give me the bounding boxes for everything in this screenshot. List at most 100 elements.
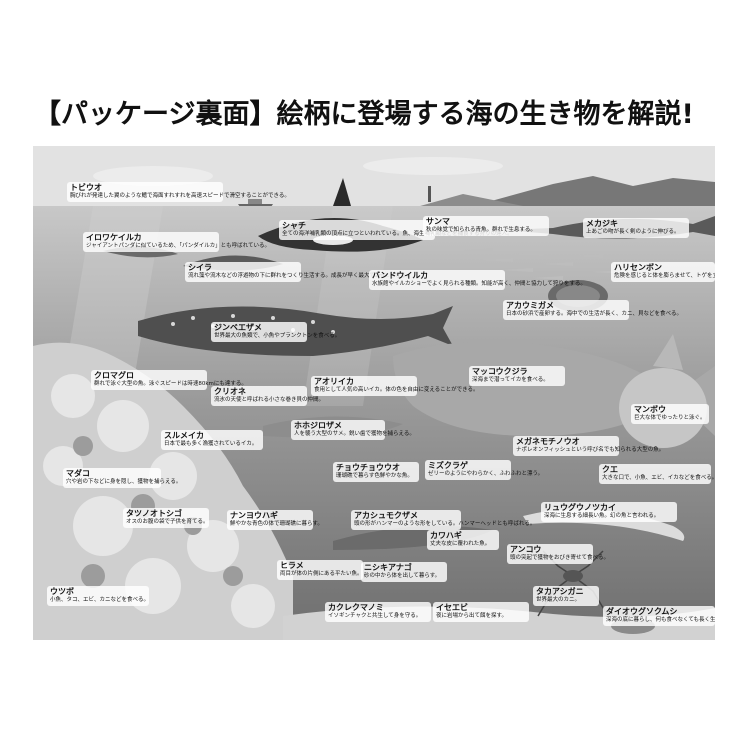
- creature-name: ジンベエザメ: [214, 323, 262, 332]
- creature-description: 珊瑚礁で暮らす色鮮やかな魚。: [336, 473, 413, 479]
- creature-description: 深海まで潜ってイカを食べる。: [472, 377, 549, 383]
- creature-card: マンボウ 巨大な体でゆったりと泳ぐ。: [631, 404, 709, 424]
- creature-description: 流れ藻や流木などの浮遊物の下に群れをつくり生活する。成長が早く最大で2mにもなる…: [188, 273, 412, 279]
- creature-name: アンコウ: [510, 545, 542, 554]
- creature-card: メカジキ 上あごの吻が長く剣のように伸びる。: [583, 218, 689, 238]
- creature-description: ナポレオンフィッシュという呼び名でも知られる大型の魚。: [516, 447, 665, 453]
- creature-card: ヒラメ 両目が体の片側にある平たい魚。: [277, 560, 363, 580]
- creature-card: ミズクラゲ ゼリーのようにやわらかく、ふわふわと漂う。: [425, 460, 544, 480]
- creature-name: ホホジロザメ: [294, 421, 342, 430]
- creature-card: ハリセンボン 危険を感じると体を膨らませて、トゲを立てて身を守る。: [611, 262, 715, 282]
- creature-card: ダイオウグソクムシ 深海の底に暮らし、何も食べなくても長く生きる。: [603, 606, 715, 626]
- creature-card: マダコ 穴や岩の下などに身を隠し、獲物を捕らえる。: [63, 468, 182, 488]
- creature-name: ミズクラゲ: [428, 461, 468, 470]
- creature-description: 日本の砂浜で産卵する。海中での生活が長く、カニ、貝などを食べる。: [506, 311, 683, 317]
- creature-name: サンマ: [426, 217, 450, 226]
- creature-description: 砂の中から体を出して暮らす。: [364, 573, 441, 579]
- creature-name: クロマグロ: [94, 371, 134, 380]
- creature-card: サンマ 秋の味覚で知られる青魚。群れで生息する。: [423, 216, 549, 236]
- creature-card: イロワケイルカ ジャイアントパンダに似ているため、「パンダイルカ」とも呼ばれてい…: [83, 232, 270, 252]
- creature-card: リュウグウノツカイ 深海に生息する細長い魚。幻の魚と言われる。: [541, 502, 677, 522]
- creature-card: マッコウクジラ 深海まで潜ってイカを食べる。: [469, 366, 565, 386]
- creature-card: アカシュモクザメ 頭の形がハンマーのような形をしている。ハンマーヘッドとも呼ばれ…: [351, 510, 536, 530]
- creature-card: カクレクマノミ イソギンチャクと共生して身を守る。: [325, 602, 431, 622]
- creature-name: マダコ: [66, 469, 90, 478]
- creature-name: リュウグウノツカイ: [544, 503, 616, 512]
- creature-description: 深海の底に暮らし、何も食べなくても長く生きる。: [606, 617, 715, 623]
- creature-description: オスのお腹の袋で子供を育てる。: [126, 519, 209, 525]
- creature-description: 穴や岩の下などに身を隠し、獲物を捕らえる。: [66, 479, 182, 485]
- creature-name: タツノオトシゴ: [126, 509, 182, 518]
- creature-description: 日本で最も多く漁獲されているイカ。: [164, 441, 258, 447]
- creature-card: アカウミガメ 日本の砂浜で産卵する。海中での生活が長く、カニ、貝などを食べる。: [503, 300, 683, 320]
- creature-card: シャチ 全ての海洋哺乳類の頂点に立つといわれている。魚、海生哺乳類などを捕食する…: [279, 220, 513, 240]
- creature-name: スルメイカ: [164, 431, 204, 440]
- creature-card: タツノオトシゴ オスのお腹の袋で子供を育てる。: [123, 508, 209, 528]
- creature-name: シイラ: [188, 263, 212, 272]
- creature-description: 全ての海洋哺乳類の頂点に立つといわれている。魚、海生哺乳類などを捕食する狩りの達…: [282, 231, 513, 237]
- creature-name: アカシュモクザメ: [354, 511, 418, 520]
- creature-card: チョウチョウウオ 珊瑚礁で暮らす色鮮やかな魚。: [333, 462, 419, 482]
- creature-card: ホホジロザメ 人を襲う大型のサメ。鋭い歯で獲物を捕らえる。: [291, 420, 415, 440]
- creature-description: 大きな口で、小魚、エビ、イカなどを食べる。: [602, 475, 715, 481]
- creature-name: チョウチョウウオ: [336, 463, 400, 472]
- creature-card: タカアシガニ 世界最大のカニ。: [533, 586, 599, 606]
- creature-name: ヒラメ: [280, 561, 304, 570]
- creature-description: 秋の味覚で知られる青魚。群れで生息する。: [426, 227, 536, 233]
- creature-card: シイラ 流れ藻や流木などの浮遊物の下に群れをつくり生活する。成長が早く最大で2m…: [185, 262, 412, 282]
- creature-card: ニシキアナゴ 砂の中から体を出して暮らす。: [361, 562, 447, 582]
- creature-description: 頭の形がハンマーのような形をしている。ハンマーヘッドとも呼ばれる。: [354, 521, 536, 527]
- creature-card: バンドウイルカ 水族館やイルカショーでよく見られる種類。知能が高く、仲間と協力し…: [369, 270, 586, 290]
- creature-description: 上あごの吻が長く剣のように伸びる。: [586, 229, 680, 235]
- creature-card: カワハギ 丈夫な皮に覆われた魚。: [427, 530, 499, 550]
- creature-description: ジャイアントパンダに似ているため、「パンダイルカ」とも呼ばれている。: [86, 243, 270, 249]
- creature-description: 世界最大の魚類で、小魚やプランクトンを食べる。: [214, 333, 341, 339]
- creature-card: トビウオ 胸びれが発達した翼のような鰭で海面すれすれを高速スピードで滑空すること…: [67, 182, 290, 202]
- creature-name: ダイオウグソクムシ: [606, 607, 678, 616]
- creature-card: ウツボ 小魚、タコ、エビ、カニなどを食べる。: [47, 586, 149, 606]
- creature-name: バンドウイルカ: [372, 271, 429, 280]
- creature-name: イロワケイルカ: [86, 233, 142, 242]
- creature-name: メガネモチノウオ: [516, 437, 580, 446]
- creature-description: 水族館やイルカショーでよく見られる種類。知能が高く、仲間と協力して狩りをする。: [372, 281, 586, 287]
- creature-description: 小魚、タコ、エビ、カニなどを食べる。: [50, 597, 150, 603]
- ocean-illustration: トビウオ 胸びれが発達した翼のような鰭で海面すれすれを高速スピードで滑空すること…: [33, 146, 715, 640]
- creature-name: アオリイカ: [314, 377, 354, 386]
- page-heading: 【パッケージ裏面】絵柄に登場する海の生き物を解説!: [34, 99, 694, 130]
- creature-name: アカウミガメ: [506, 301, 554, 310]
- creature-name: マンボウ: [634, 405, 666, 414]
- creature-name: カワハギ: [430, 531, 462, 540]
- creature-card: クエ 大きな口で、小魚、エビ、イカなどを食べる。: [599, 464, 715, 484]
- creature-description: 世界最大のカニ。: [536, 597, 581, 603]
- creature-description: 頭の突起で獲物をおびき寄せて食べる。: [510, 555, 610, 561]
- creature-description: 夜に岩場から出て餌を探す。: [436, 613, 507, 619]
- creature-name: トビウオ: [70, 183, 102, 192]
- creature-description: 人を襲う大型のサメ。鋭い歯で獲物を捕らえる。: [294, 431, 415, 437]
- creature-description: 深海に生息する細長い魚。幻の魚と言われる。: [544, 513, 660, 519]
- creature-name: クリオネ: [214, 387, 246, 396]
- creature-name: ニシキアナゴ: [364, 563, 412, 572]
- creature-name: シャチ: [282, 221, 306, 230]
- creature-name: メカジキ: [586, 219, 618, 228]
- creature-card: ジンベエザメ 世界最大の魚類で、小魚やプランクトンを食べる。: [211, 322, 341, 342]
- creature-card: アオリイカ 食用として人気の高いイカ。体の色を自由に変えることができる。: [311, 376, 479, 396]
- creature-card: ナンヨウハギ 鮮やかな青色の体で珊瑚礁に暮らす。: [227, 510, 323, 530]
- creature-card: イセエビ 夜に岩場から出て餌を探す。: [433, 602, 529, 622]
- creature-name: タカアシガニ: [536, 587, 584, 596]
- creature-name: クエ: [602, 465, 618, 474]
- creature-name: マッコウクジラ: [472, 367, 528, 376]
- creature-card: クロマグロ 群れで泳ぐ大型の魚。泳ぐスピードは時速80kmにも達する。: [91, 370, 247, 390]
- creature-description: 流氷の天使と呼ばれる小さな巻き貝の仲間。: [214, 397, 325, 403]
- creature-description: 群れで泳ぐ大型の魚。泳ぐスピードは時速80kmにも達する。: [94, 381, 247, 387]
- creature-name: ハリセンボン: [614, 263, 662, 272]
- creature-description: 食用として人気の高いイカ。体の色を自由に変えることができる。: [314, 387, 479, 393]
- creature-description: ゼリーのようにやわらかく、ふわふわと漂う。: [428, 471, 544, 477]
- creature-description: 巨大な体でゆったりと泳ぐ。: [634, 415, 706, 421]
- creature-card: クリオネ 流氷の天使と呼ばれる小さな巻き貝の仲間。: [211, 386, 325, 406]
- creature-name: イセエビ: [436, 603, 468, 612]
- creature-description: 胸びれが発達した翼のような鰭で海面すれすれを高速スピードで滑空することができる。: [70, 193, 290, 199]
- creature-description: 危険を感じると体を膨らませて、トゲを立てて身を守る。: [614, 273, 715, 279]
- creature-name: ナンヨウハギ: [230, 511, 278, 520]
- creature-description: 鮮やかな青色の体で珊瑚礁に暮らす。: [230, 521, 323, 527]
- creature-card: メガネモチノウオ ナポレオンフィッシュという呼び名でも知られる大型の魚。: [513, 436, 665, 456]
